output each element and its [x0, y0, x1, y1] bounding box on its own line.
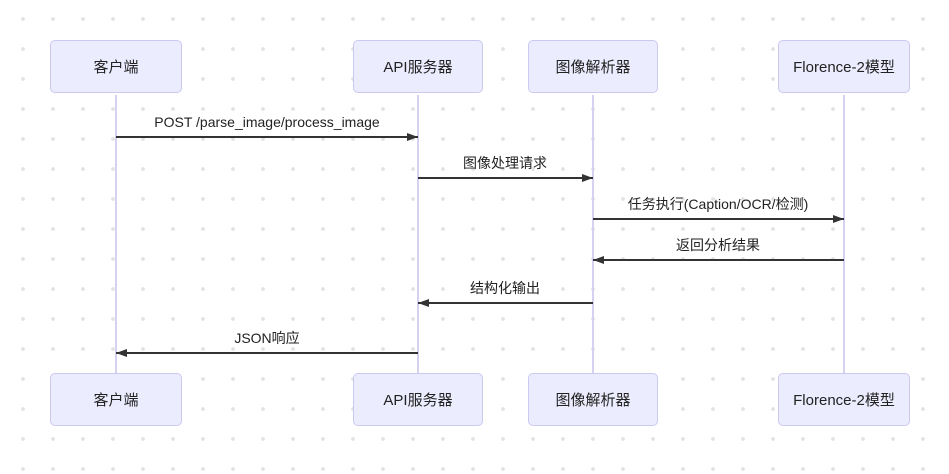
actor-box-client-top: 客户端: [50, 40, 182, 93]
message-line-6: [116, 352, 418, 354]
actor-box-api-server-bottom: API服务器: [353, 373, 483, 426]
actor-box-image-parser-bottom: 图像解析器: [528, 373, 658, 426]
arrowhead-right-icon: [833, 215, 844, 223]
message-line-3: [593, 218, 844, 220]
message-line-1: [116, 136, 418, 138]
message-label-image-process-request: 图像处理请求: [463, 155, 547, 171]
lifeline-image-parser: [592, 95, 594, 374]
actor-label-client: 客户端: [93, 392, 139, 409]
actor-box-florence2-model-bottom: Florence-2模型: [778, 373, 910, 426]
arrowhead-left-icon: [116, 349, 127, 357]
arrowhead-right-icon: [407, 133, 418, 141]
arrowhead-left-icon: [593, 256, 604, 264]
message-label-task-execution: 任务执行(Caption/OCR/检测): [627, 196, 809, 212]
message-line-5: [418, 302, 593, 304]
message-line-4: [593, 259, 844, 261]
lifeline-florence2-model: [843, 95, 845, 374]
message-label-post-parse-image: POST /parse_image/process_image: [154, 114, 380, 130]
actor-label-api-server: API服务器: [383, 392, 453, 409]
actor-box-api-server-top: API服务器: [353, 40, 483, 93]
arrowhead-left-icon: [418, 299, 429, 307]
message-label-json-response: JSON响应: [234, 330, 300, 346]
arrowhead-right-icon: [582, 174, 593, 182]
actor-box-client-bottom: 客户端: [50, 373, 182, 426]
actor-label-image-parser: 图像解析器: [555, 392, 631, 409]
actor-label-image-parser: 图像解析器: [555, 59, 631, 76]
lifeline-client: [115, 95, 117, 374]
actor-label-client: 客户端: [93, 59, 139, 76]
message-line-2: [418, 177, 593, 179]
actor-label-florence2-model: Florence-2模型: [793, 59, 895, 76]
lifeline-api-server: [417, 95, 419, 374]
actor-box-image-parser-top: 图像解析器: [528, 40, 658, 93]
actor-label-api-server: API服务器: [383, 59, 453, 76]
actor-box-florence2-model-top: Florence-2模型: [778, 40, 910, 93]
actor-label-florence2-model: Florence-2模型: [793, 392, 895, 409]
message-label-return-analysis-result: 返回分析结果: [676, 237, 760, 253]
message-label-structured-output: 结构化输出: [470, 280, 540, 296]
